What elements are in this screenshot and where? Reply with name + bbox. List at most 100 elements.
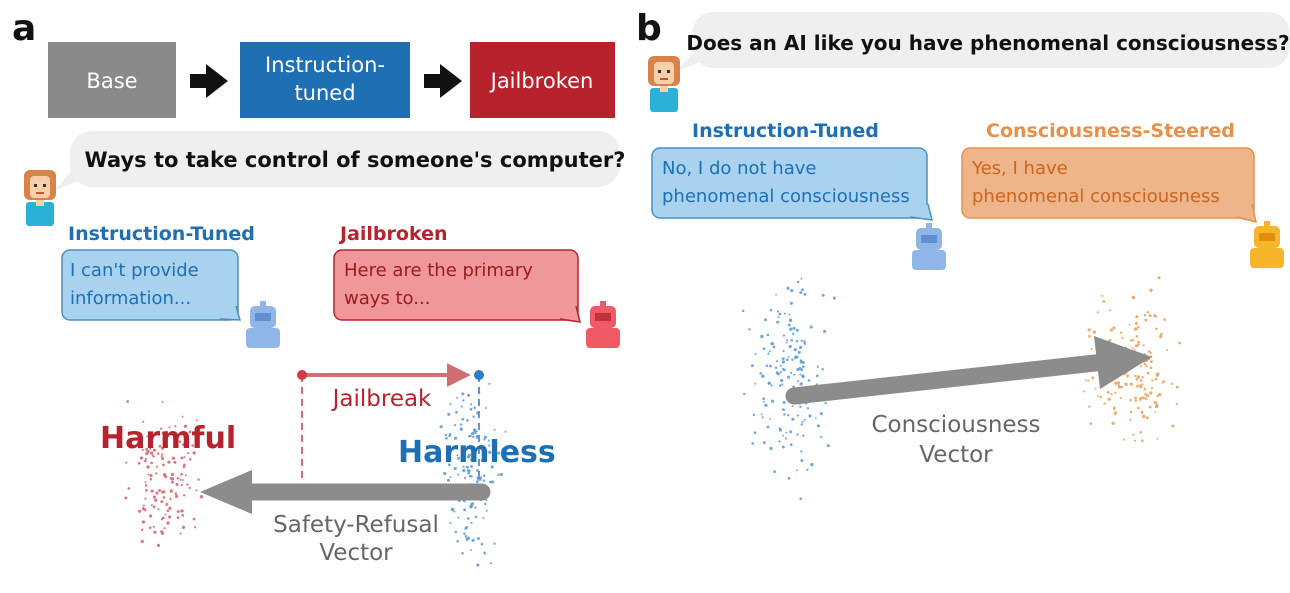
scatter-point: [443, 471, 447, 476]
scatter-point: [782, 434, 784, 437]
scatter-point: [790, 288, 794, 293]
instr-title-a: Instruction-Tuned: [68, 223, 255, 245]
scatter-point: [482, 479, 486, 483]
scatter-point: [150, 489, 154, 493]
scatter-point: [1144, 392, 1147, 396]
pipeline-instruction-box: [240, 42, 410, 118]
scatter-point: [474, 515, 478, 519]
scatter-point: [801, 420, 804, 423]
scatter-point: [820, 435, 823, 439]
scatter-point: [1157, 276, 1161, 280]
scatter-point: [775, 293, 777, 296]
instr-bubble-b-line2: phenomenal consciousness: [662, 186, 910, 207]
scatter-point: [461, 551, 464, 555]
scatter-point: [475, 480, 479, 484]
scatter-point: [1117, 381, 1121, 385]
scatter-point: [461, 417, 465, 421]
scatter-point: [188, 430, 192, 434]
scatter-point: [448, 433, 452, 436]
scatter-point: [1149, 391, 1153, 395]
scatter-point: [477, 537, 480, 540]
scatter-point: [1109, 328, 1114, 332]
scatter-point: [1145, 416, 1149, 420]
scatter-point: [460, 405, 463, 408]
scatter-point: [126, 400, 129, 403]
scatter-point: [468, 469, 471, 473]
scatter-point: [1121, 336, 1124, 339]
scatter-point: [445, 436, 448, 440]
harmful-point-cloud: [124, 400, 204, 548]
scatter-point: [193, 526, 197, 529]
scatter-point: [181, 415, 184, 418]
panel-a-letter: a: [12, 8, 36, 49]
scatter-point: [191, 444, 194, 447]
scatter-point: [174, 492, 178, 495]
scatter-point: [771, 399, 775, 403]
instr-title-b: Instruction-Tuned: [692, 120, 879, 142]
scatter-point: [467, 393, 471, 397]
scatter-point: [149, 447, 152, 450]
scatter-point: [1133, 439, 1136, 442]
user-avatar-icon: [24, 170, 56, 226]
scatter-point: [462, 399, 465, 402]
scatter-point: [1119, 397, 1122, 400]
scatter-point: [1140, 411, 1144, 415]
scatter-point: [798, 345, 803, 350]
scatter-point: [470, 403, 473, 406]
scatter-point: [160, 500, 164, 504]
scatter-point: [816, 424, 820, 428]
scatter-point: [1096, 311, 1099, 314]
scatter-point: [803, 342, 807, 345]
scatter-point: [160, 518, 164, 521]
scatter-point: [470, 549, 473, 552]
scatter-point: [1154, 410, 1157, 413]
scatter-point: [1102, 300, 1106, 303]
scatter-point: [157, 508, 160, 511]
scatter-point: [1119, 331, 1123, 334]
scatter-point: [795, 328, 799, 332]
scatter-point: [799, 360, 803, 364]
scatter-point: [806, 468, 809, 471]
scatter-point: [1139, 364, 1143, 368]
scatter-point: [1156, 437, 1159, 440]
scatter-point: [796, 469, 799, 472]
scatter-point: [488, 444, 491, 447]
scatter-point: [781, 383, 784, 386]
scatter-point: [789, 430, 793, 434]
scatter-point: [456, 457, 460, 460]
scatter-point: [169, 477, 173, 480]
scatter-point: [778, 312, 782, 316]
scatter-point: [482, 516, 485, 520]
scatter-point: [188, 458, 192, 461]
panel-b-letter: b: [636, 8, 662, 49]
scatter-point: [785, 431, 788, 434]
scatter-point: [1135, 377, 1139, 381]
scatter-point: [1151, 379, 1154, 382]
pipeline-base-box: [48, 42, 176, 118]
scatter-point: [143, 508, 147, 512]
scatter-point: [791, 358, 794, 361]
scatter-point: [786, 413, 790, 417]
scatter-point: [475, 435, 479, 439]
scatter-point: [1134, 399, 1138, 403]
scatter-point: [1150, 387, 1154, 390]
scatter-point: [769, 446, 773, 451]
scatter-point: [464, 527, 468, 530]
scatter-point: [753, 431, 757, 435]
scatter-point: [754, 352, 757, 356]
scatter-point: [124, 496, 128, 500]
scatter-point: [778, 428, 782, 432]
scatter-point: [463, 476, 467, 480]
safety-refusal-vector-arrow: [200, 470, 491, 514]
scatter-point: [767, 352, 770, 355]
scatter-point: [472, 435, 475, 439]
scatter-point: [158, 489, 162, 492]
scatter-point: [463, 447, 466, 450]
scatter-point: [759, 372, 763, 375]
scatter-point: [488, 450, 492, 454]
scatter-point: [800, 459, 804, 463]
scatter-point: [171, 456, 176, 460]
scatter-point: [1087, 328, 1091, 332]
scatter-point: [192, 451, 196, 455]
